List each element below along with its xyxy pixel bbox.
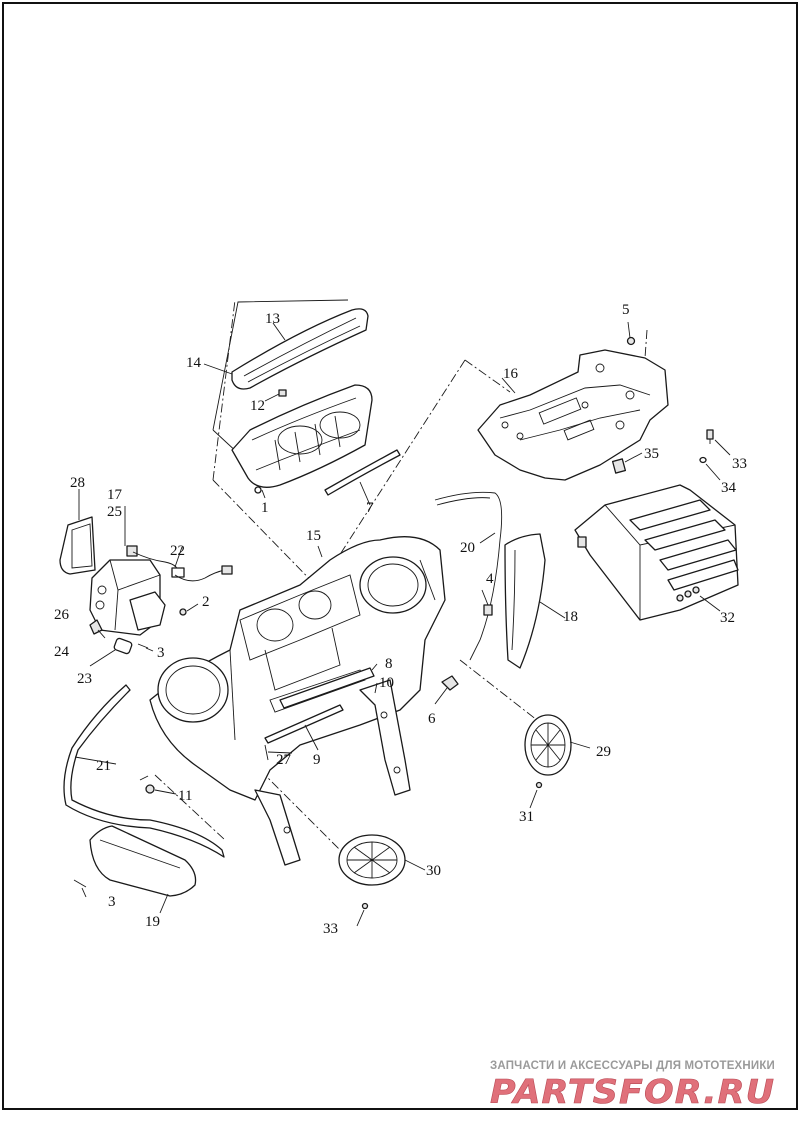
callout-11: 11 (178, 788, 192, 804)
callout-29: 29 (596, 744, 611, 760)
callout-12: 12 (250, 398, 265, 414)
callout-17: 17 (107, 487, 123, 503)
callout-numbers: 1 2 3 3 3 4 5 6 7 8 9 10 11 12 13 14 15 … (54, 302, 747, 937)
callout-3-a: 3 (157, 645, 165, 661)
part-10-bracket (359, 679, 411, 796)
part-28-lens (59, 516, 96, 575)
part-11-screw (145, 784, 155, 794)
callout-9: 9 (313, 752, 321, 768)
callout-1: 1 (261, 500, 269, 516)
part-33-screw-b (361, 902, 369, 910)
leader-lines (74, 321, 731, 927)
part-30-speaker-grille (338, 834, 406, 886)
callout-10: 10 (379, 675, 394, 691)
callout-33-b: 33 (323, 921, 338, 937)
part-6-nut (441, 675, 459, 691)
callout-22: 22 (170, 543, 185, 559)
part-15-inner-fairing (149, 536, 446, 801)
callout-18: 18 (563, 609, 578, 625)
callout-19: 19 (145, 914, 160, 930)
callout-3-b: 3 (108, 894, 116, 910)
part-22-wire-harness (132, 551, 233, 582)
part-18-side-panel (504, 533, 546, 669)
callout-27: 27 (276, 752, 292, 768)
part-21-edge-trim (63, 684, 225, 858)
callout-30: 30 (426, 863, 441, 879)
part-35-connector (611, 458, 627, 474)
callout-6: 6 (428, 711, 436, 727)
part-31-screw (535, 781, 543, 789)
callout-23: 23 (77, 671, 92, 687)
watermark-logo: PARTSFOR.RU (490, 1072, 775, 1111)
part-3-screw-b (73, 879, 87, 888)
part-23-grommet (113, 637, 133, 655)
part-33-bolt (706, 429, 714, 444)
watermark: ЗАПЧАСТИ И АКСЕССУАРЫ ДЛЯ МОТОТЕХНИКИ PA… (490, 1060, 775, 1111)
callout-15: 15 (306, 528, 321, 544)
callout-32: 32 (720, 610, 735, 626)
part-29-speaker-grille (524, 714, 572, 776)
callout-28: 28 (70, 475, 85, 491)
part-34-washer (699, 456, 707, 464)
callout-13: 13 (265, 311, 280, 327)
callout-35: 35 (644, 446, 659, 462)
part-4-clip (483, 604, 493, 616)
watermark-tagline: ЗАПЧАСТИ И АКСЕССУАРЫ ДЛЯ МОТОТЕХНИКИ (490, 1060, 775, 1072)
callout-24: 24 (54, 644, 70, 660)
callout-8: 8 (385, 656, 393, 672)
part-5-screw (626, 336, 636, 346)
part-2-screw (179, 608, 187, 616)
part-16-support-bracket (477, 349, 669, 481)
part-9-strip (264, 704, 344, 744)
part-13-top-trim (231, 308, 369, 390)
callout-20: 20 (460, 540, 475, 556)
part-26-housing (89, 559, 166, 636)
part-19-lower-cover (89, 825, 197, 897)
callout-4: 4 (486, 571, 494, 587)
callout-7: 7 (366, 500, 374, 516)
callout-26: 26 (54, 607, 70, 623)
callout-21: 21 (96, 758, 111, 774)
part-3-screw-a (137, 643, 149, 649)
part-8-strip (279, 667, 375, 709)
part-7-strip (324, 449, 401, 496)
callout-5: 5 (622, 302, 630, 318)
callout-34: 34 (721, 480, 737, 496)
part-25-bulb (126, 545, 138, 557)
vent-assembly (231, 384, 373, 494)
part-12-clip (278, 389, 287, 397)
callout-25: 25 (107, 504, 122, 520)
left-bracket (254, 789, 301, 866)
callout-33-a: 33 (732, 456, 747, 472)
callout-31: 31 (519, 809, 534, 825)
callout-2: 2 (202, 594, 210, 610)
callout-14: 14 (186, 355, 202, 371)
part-27-screw (264, 744, 269, 761)
page-frame (2, 2, 798, 1110)
part-32-amplifier (574, 484, 739, 621)
callout-16: 16 (503, 366, 519, 382)
